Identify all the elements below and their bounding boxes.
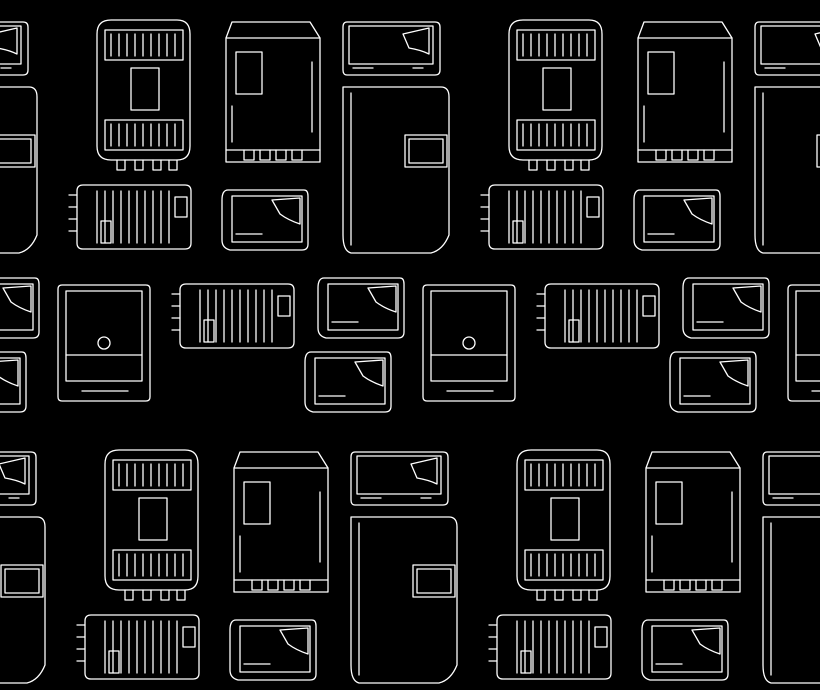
ribbed-drawing [68,184,192,250]
vented-drawing [96,19,191,171]
tall-drawing [762,516,820,684]
round-drawing [57,284,151,402]
tall-drawing [754,86,820,254]
ribbed-drawing [76,614,200,680]
compact-drawing [669,351,757,413]
compact-drawing [633,189,721,251]
ac-drawing [0,451,37,506]
ac-drawing [754,21,820,76]
tall-drawing [342,86,450,254]
compact-drawing [641,619,729,681]
compact-drawing [0,277,40,339]
tabbed-drawing [233,451,329,593]
ribbed-drawing [480,184,604,250]
ribbed-drawing [536,283,660,349]
ac-drawing [0,21,29,76]
tall-drawing [350,516,458,684]
round-drawing [422,284,516,402]
tabbed-drawing [637,21,733,163]
ac-drawing [350,451,449,506]
compact-drawing [221,189,309,251]
compact-drawing [229,619,317,681]
tabbed-drawing [645,451,741,593]
vented-drawing [516,449,611,601]
ribbed-drawing [488,614,612,680]
vented-drawing [508,19,603,171]
ribbed-drawing [171,283,295,349]
compact-drawing [682,277,770,339]
compact-drawing [304,351,392,413]
ac-drawing [762,451,820,506]
tall-drawing [0,516,46,684]
compact-drawing [317,277,405,339]
compact-drawing [0,351,27,413]
ac-drawing [342,21,441,76]
round-drawing [787,284,820,402]
tall-drawing [0,86,38,254]
tabbed-drawing [225,21,321,163]
vented-drawing [104,449,199,601]
